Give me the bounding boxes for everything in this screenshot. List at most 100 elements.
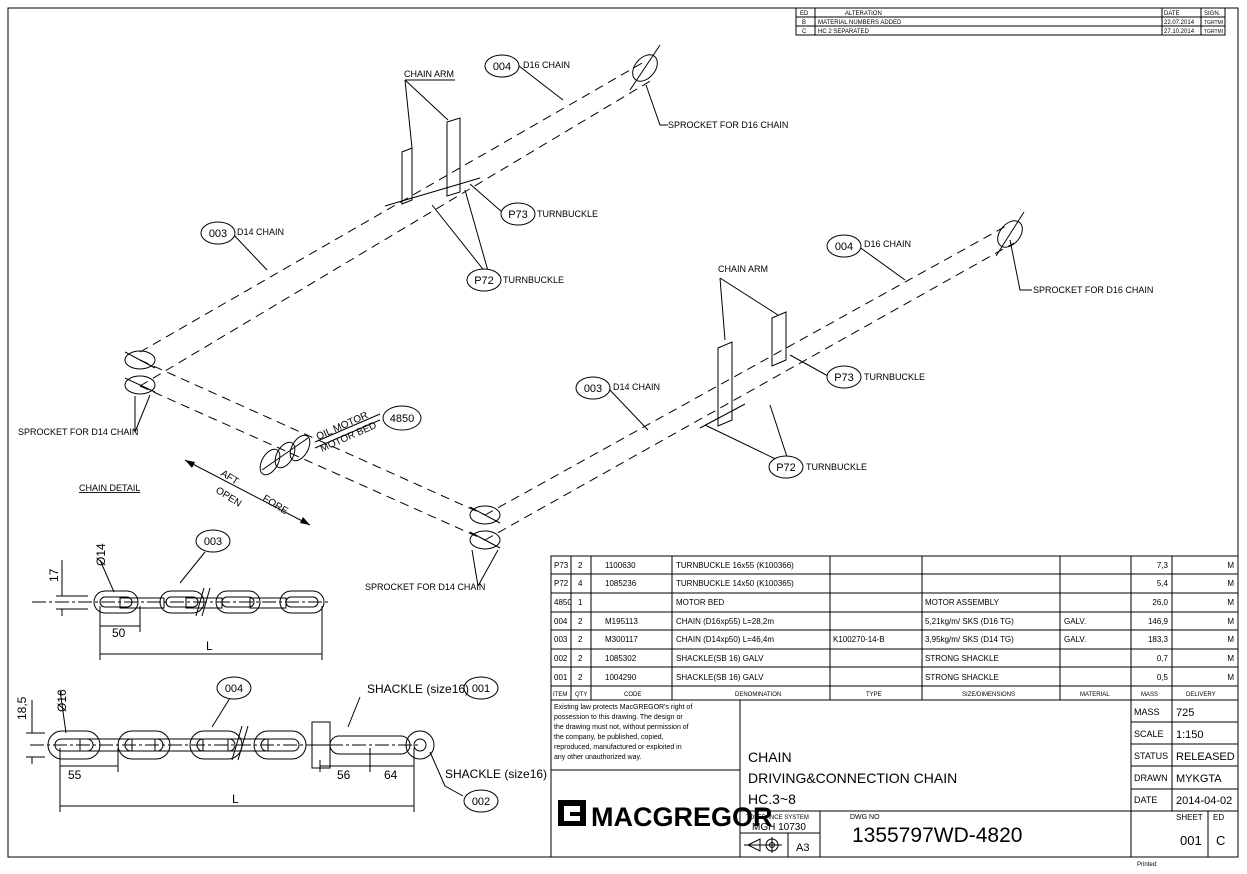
- parts-row-4-denomination: CHAIN (D16xp55) L=28,2m: [676, 617, 774, 626]
- parts-row-5-material: GALV.: [1064, 635, 1086, 644]
- parts-row-7-item: 001: [554, 673, 568, 682]
- title-line-2: DRIVING&CONNECTION CHAIN: [748, 770, 957, 786]
- balloon-001-detail-text: 001: [472, 683, 490, 695]
- chain-d16-detail: [26, 689, 464, 812]
- title-line-3: HC.3~8: [748, 791, 796, 807]
- dwg-no-label: DWG NO: [850, 814, 880, 821]
- parts-row-7-qty: 2: [578, 673, 583, 682]
- parts-row-6-item: 002: [554, 654, 568, 663]
- dim-L-d16: L: [232, 792, 239, 806]
- parts-header-denomination: DENOMINATION: [735, 692, 781, 698]
- rev-row-c-ed: C: [802, 29, 807, 35]
- connect-line-b: [139, 385, 486, 541]
- label-shackle-001: SHACKLE (size16): [367, 682, 469, 696]
- parts-row-3-qty: 1: [578, 598, 583, 607]
- parts-row-3-denomination: MOTOR BED: [676, 598, 725, 607]
- parts-row-4-material: GALV.: [1064, 617, 1086, 626]
- parts-row-3-mass: 26,0: [1152, 598, 1168, 607]
- chain-arm-lower: [699, 311, 787, 429]
- parts-row-5-item: 003: [554, 635, 568, 644]
- fore-arrowhead: [300, 517, 310, 525]
- dwg-no: 1355797WD-4820: [852, 824, 1022, 847]
- balloon-004-detail: [216, 676, 252, 700]
- label-sprocket-d16-lower: SPROCKET FOR D16 CHAIN: [1033, 285, 1153, 295]
- label-aft: AFT: [218, 468, 240, 487]
- parts-row-6-code: 1085302: [605, 654, 637, 663]
- printed-label: Printed:: [1137, 862, 1158, 868]
- label-sprocket-d14-center: SPROCKET FOR D14 CHAIN: [365, 582, 485, 592]
- lower-chain-line-a: [484, 224, 1009, 516]
- parts-header-code: CODE: [624, 692, 641, 698]
- parts-row-6-qty: 2: [578, 654, 583, 663]
- balloon-003-lower: [575, 376, 611, 400]
- balloon-003-detail-text: 003: [204, 536, 222, 548]
- label-sprocket-d16-upper: SPROCKET FOR D16 CHAIN: [668, 120, 788, 130]
- parts-header-item: ITEM: [553, 692, 567, 698]
- parts-row-4-mass: 146,9: [1148, 617, 1169, 626]
- dim-L-d14: L: [206, 639, 213, 653]
- parts-row-2-item: P72: [554, 579, 569, 588]
- label-open: OPEN: [213, 485, 243, 509]
- rev-header-ed: ED: [800, 11, 809, 17]
- legal-line-5: reproduced, manufactured or exploited in: [554, 744, 682, 751]
- parts-row-5-type: K100270-14-B: [833, 635, 885, 644]
- label-chain-arm-upper: CHAIN ARM: [404, 69, 454, 79]
- label-shackle-002: SHACKLE (size16): [445, 767, 547, 781]
- date-value: 2014-04-02: [1176, 795, 1232, 807]
- company-name: MACGREGOR: [591, 802, 773, 832]
- label-turnbuckle-p73-lower: TURNBUCKLE: [864, 372, 925, 382]
- date-label: DATE: [1134, 795, 1157, 805]
- dim-55: 55: [68, 768, 82, 782]
- parts-row-3-size: MOTOR ASSEMBLY: [925, 598, 1000, 607]
- sheet-value: 001: [1180, 833, 1202, 848]
- parts-row-5-qty: 2: [578, 635, 583, 644]
- drawn-label: DRAWN: [1134, 773, 1168, 783]
- parts-row-4-qty: 2: [578, 617, 583, 626]
- lower-chain-line-b: [484, 242, 1015, 541]
- parts-header-qty: QTY: [575, 692, 587, 698]
- balloon-004-upper: [484, 54, 520, 78]
- parts-row-2-delivery: M: [1227, 579, 1234, 588]
- parts-row-6-size: STRONG SHACKLE: [925, 654, 999, 663]
- parts-row-2-mass: 5,4: [1157, 579, 1169, 588]
- tolerance-value: MGH 10730: [752, 822, 806, 833]
- label-chain-detail: CHAIN DETAIL: [79, 483, 140, 493]
- chain-d14-detail: [32, 551, 330, 660]
- label-sprocket-d14-left: SPROCKET FOR D14 CHAIN: [18, 427, 138, 437]
- parts-row-7-code: 1004290: [605, 673, 637, 682]
- balloon-002-detail-text: 002: [472, 796, 490, 808]
- legal-line-3: the drawing must not, without permission…: [554, 724, 689, 731]
- label-turnbuckle-p72-lower: TURNBUCKLE: [806, 462, 867, 472]
- aft-fore-arrow: [184, 459, 311, 526]
- parts-header-delivery: DELIVERY: [1186, 692, 1216, 698]
- parts-row-2-denomination: TURNBUCKLE 14x50 (K100365): [676, 579, 794, 588]
- parts-row-1-code: 1100630: [605, 561, 636, 570]
- upper-chain-line-b: [139, 79, 653, 387]
- parts-row-5-denomination: CHAIN (D14xp50) L=46,4m: [676, 635, 774, 644]
- parts-row-2-qty: 4: [578, 579, 583, 588]
- parts-row-5-code: M300117: [605, 635, 638, 644]
- balloon-p72-upper: [466, 268, 502, 292]
- legal-line-6: any other unauthorized way.: [554, 754, 641, 761]
- label-chain-arm-lower: CHAIN ARM: [718, 264, 768, 274]
- parts-row-1-delivery: M: [1227, 561, 1234, 570]
- mass-label: MASS: [1134, 707, 1160, 717]
- upper-chain-line-a: [139, 61, 645, 353]
- scale-value: 1:150: [1176, 729, 1204, 741]
- chain-arm-upper: [384, 117, 481, 207]
- title-block: Existing law protects MacGREGOR's right …: [550, 699, 1239, 868]
- mass-value: 725: [1176, 707, 1194, 719]
- balloon-p73-lower: [826, 365, 862, 389]
- title-line-1: CHAIN: [748, 749, 792, 765]
- rev-header-alteration: ALTERATION: [845, 11, 882, 17]
- parts-row-6-delivery: M: [1227, 654, 1234, 663]
- balloon-004-detail-text: 004: [225, 683, 243, 695]
- oil-motor: [259, 434, 311, 476]
- aft-arrowhead: [185, 460, 195, 468]
- rev-row-b-sign: TGRTMI: [1204, 20, 1223, 26]
- shackle-002: [405, 730, 435, 760]
- rev-row-b-ed: B: [802, 20, 806, 26]
- parts-row-3-delivery: M: [1227, 598, 1234, 607]
- revision-table: ED ALTERATION DATE SIGN. B MATERIAL NUMB…: [795, 7, 1226, 36]
